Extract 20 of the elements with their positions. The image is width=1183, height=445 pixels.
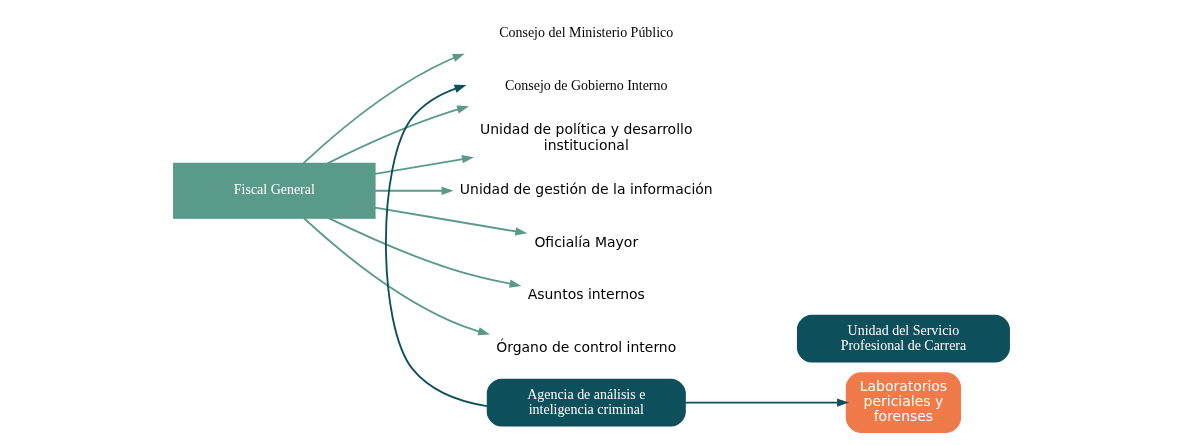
arrow [327, 217, 522, 288]
arrow [374, 186, 454, 195]
arrow [302, 53, 465, 165]
node-box: Agencia de análisis e inteligencia criminal [486, 378, 686, 427]
node-text: Órgano de control interno [496, 338, 677, 355]
node-text: Oficialía Mayor [534, 233, 639, 250]
arrow [303, 217, 490, 336]
node-text: Unidad de política y desarrollo institucional [480, 121, 693, 153]
node-text: Unidad de gestión de la información [459, 181, 713, 198]
node-text: Consejo del Ministerio Público [499, 25, 674, 41]
node-box: Fiscal General [173, 162, 376, 219]
node-text: Asuntos internos [527, 286, 645, 303]
arrow [374, 155, 474, 175]
arrow [374, 206, 528, 236]
arrow [326, 105, 470, 165]
arrow [684, 398, 849, 407]
node-text: Consejo de Gobierno Interno [505, 77, 668, 93]
arrow [385, 84, 488, 408]
node-box: Laboratorios periciales y forenses [845, 372, 962, 433]
node-box: Unidad del Servicio Profesional de Carrera [796, 314, 1010, 363]
